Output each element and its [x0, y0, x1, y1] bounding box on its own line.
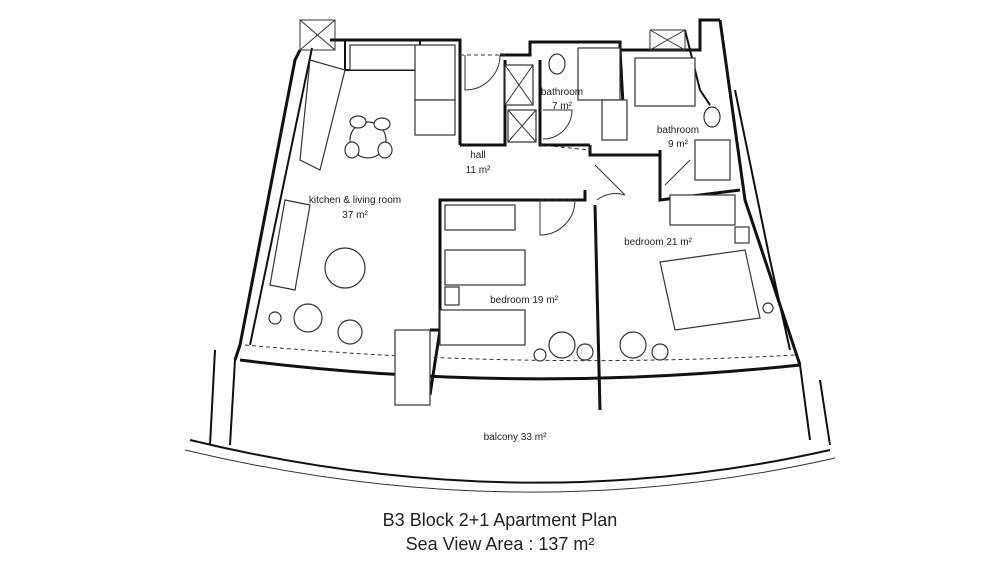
- bedroom21-label: bedroom 21 m²: [624, 237, 692, 248]
- kitchen-living-area: 37 m²: [342, 210, 368, 221]
- balcony: [184, 329, 836, 493]
- doors: [460, 54, 691, 236]
- bathroom1-area: 7 m²: [552, 101, 573, 112]
- outer-walls: [233, 18, 802, 366]
- bathroom2-area: 9 m²: [668, 139, 689, 150]
- bedroom21-furniture: [619, 194, 774, 361]
- window-boxes: [299, 19, 686, 51]
- bathroom1-name: bathroom: [541, 87, 583, 98]
- kitchen-furniture: [268, 44, 456, 345]
- room-labels: kitchen & living room 37 m² hall 11 m² b…: [309, 87, 699, 443]
- front-window-line: [239, 344, 801, 381]
- bedroom19-label: bedroom 19 m²: [490, 295, 558, 306]
- hall-area: 11 m²: [466, 165, 491, 176]
- hall-name: hall: [470, 150, 486, 161]
- plan-title: B3 Block 2+1 Apartment Plan: [382, 510, 618, 530]
- balcony-label: balcony 33 m²: [484, 432, 547, 443]
- bathroom2-name: bathroom: [657, 125, 699, 136]
- interior-walls: [428, 49, 741, 411]
- kitchen-living-name: kitchen & living room: [309, 195, 401, 206]
- floor-plan: kitchen & living room 37 m² hall 11 m² b…: [184, 18, 836, 493]
- bedroom19-furniture: [439, 204, 594, 362]
- bathroom-fixtures: [504, 47, 731, 181]
- plan-area-caption: Sea View Area : 137 m²: [405, 534, 595, 554]
